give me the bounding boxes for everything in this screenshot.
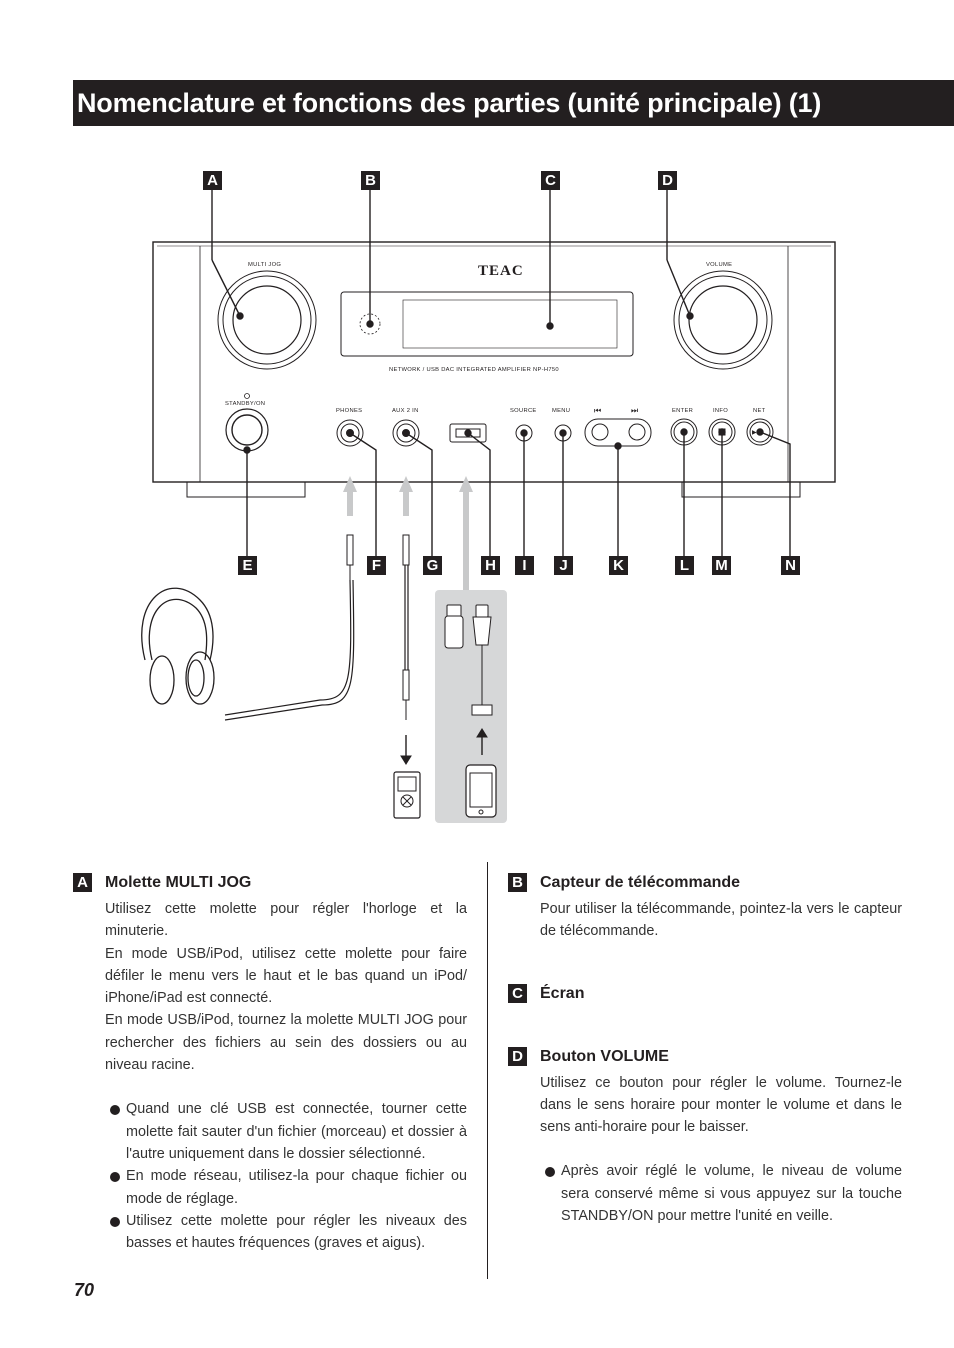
model-text: NETWORK / USB DAC INTEGRATED AMPLIFIER N… [389,367,559,373]
section-a-paragraph-3: En mode USB/iPod, tournez la molette MUL… [105,1012,467,1074]
section-c-badge: C [508,983,527,1003]
bullet-item: Utilisez cette molette pour régler les n… [110,1210,467,1255]
section-a-bullets: Quand une clé USB est connectée, tourner… [110,1098,467,1254]
label-volume: VOLUME [706,262,733,268]
label-enter: ENTER [672,408,694,414]
bullet-dot-icon [110,1216,120,1227]
net-button [746,418,774,446]
section-d-bullets: Après avoir réglé le volume, le niveau d… [545,1160,902,1227]
label-next: ⏭ [631,406,639,415]
multi-jog-knob [217,270,317,370]
callout-a: A [203,171,222,190]
label-net: NET [753,408,766,414]
usb-port [449,423,487,443]
callout-m: M [712,556,731,575]
volume-knob [673,270,773,370]
bullet-text: Après avoir réglé le volume, le niveau d… [561,1163,902,1225]
label-prev: ⏮ [594,406,602,415]
display-window [340,291,634,357]
callout-n: N [781,556,800,575]
callout-d: D [658,171,677,190]
bullet-text: Quand une clé USB est connectée, tourner… [126,1101,467,1162]
callout-j: J [554,556,573,575]
bullet-dot-icon [110,1105,120,1116]
bullet-dot-icon [545,1167,555,1178]
bullet-item: Quand une clé USB est connectée, tourner… [110,1098,467,1165]
section-d-header: D Bouton VOLUME [508,1044,902,1068]
label-aux: AUX 2 IN [392,408,419,414]
amplifier-body [152,241,836,498]
headphone-cable [224,534,355,721]
callout-l: L [675,556,694,575]
callout-e: E [238,556,257,575]
page-number: 70 [74,1280,95,1300]
bullet-text: Utilisez cette molette pour régler les n… [126,1212,467,1252]
headphones-illustration [141,587,215,705]
label-phones: PHONES [336,408,363,414]
skip-buttons [584,418,652,447]
section-a-badge: A [73,873,92,892]
section-b-title: Capteur de télécommande [540,874,741,891]
label-menu: MENU [552,408,571,414]
section-a-paragraph-1: Utilisez cette molette pour régler l'hor… [105,901,467,940]
section-b-paragraph: Pour utiliser la télécommande, pointez-l… [540,901,902,940]
callout-g: G [423,556,442,575]
portable-player [393,771,421,819]
section-b-badge: B [508,873,527,892]
callout-lines-top [211,189,694,330]
section-a-paragraph-2: En mode USB/iPod, utilisez cette molette… [105,945,467,1007]
section-d-paragraph: Utilisez ce bouton pour régler le volume… [540,1074,902,1136]
bullet-item: Après avoir réglé le volume, le niveau d… [545,1160,902,1227]
bullet-dot-icon [110,1172,120,1183]
label-source: SOURCE [510,408,537,414]
callout-h: H [481,556,500,575]
callout-k: K [609,556,628,575]
amplifier-illustration [141,189,836,823]
label-info: INFO [713,408,729,414]
section-d-title: Bouton VOLUME [540,1047,669,1065]
section-a-title: Molette MULTI JOG [105,874,252,891]
page-title: Nomenclature et fonctions des parties (u… [77,88,822,118]
callout-f: F [367,556,386,575]
callout-i: I [515,556,534,575]
section-c-title: Écran [540,984,585,1002]
column-divider [487,862,488,1279]
callout-c: C [541,171,560,190]
connection-arrows [343,476,473,590]
aux-cable [400,534,412,765]
left-column: A Molette MULTI JOG Utilisez cette molet… [73,870,467,1254]
bullet-item: En mode réseau, utilisez-la pour chaque … [110,1165,467,1210]
usb-devices [444,604,497,818]
bullet-text: En mode réseau, utilisez-la pour chaque … [126,1168,467,1207]
section-b-header: B Capteur de télécommande [508,870,902,894]
callout-b: B [361,171,380,190]
page-title-bar: Nomenclature et fonctions des parties (u… [73,80,954,126]
label-standby: STANDBY/ON [225,401,266,407]
label-play: ▶/II [752,430,763,436]
section-a-header: A Molette MULTI JOG [73,870,467,894]
callout-lines-bottom [243,428,791,556]
brand-logo: TEAC [478,263,524,279]
label-multi-jog: MULTI JOG [248,262,282,268]
right-column: B Capteur de télécommande Pour utiliser … [508,870,902,1227]
front-panel-diagram: TEAC NETWORK / USB DAC INTEGRATED AMPLIF… [0,160,954,830]
section-c-header: C Écran [508,981,902,1005]
section-d-badge: D [508,1046,527,1066]
